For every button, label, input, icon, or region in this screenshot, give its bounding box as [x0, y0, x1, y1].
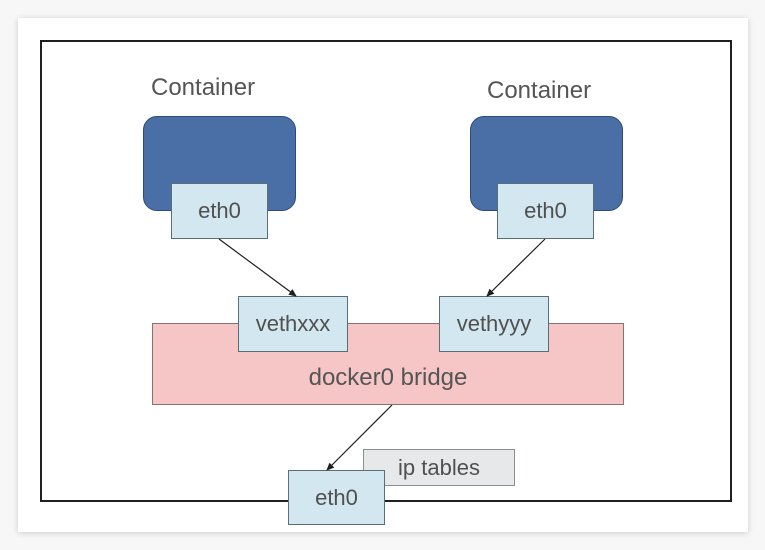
veth-right: vethyyy	[439, 296, 549, 352]
docker0-bridge: docker0 bridge	[152, 323, 624, 405]
container-title-left: Container	[151, 74, 256, 101]
container-left-eth0: eth0	[171, 183, 268, 239]
iptables-box: ip tables	[363, 449, 515, 486]
veth-left: vethxxx	[238, 296, 348, 352]
container-title-right: Container	[487, 77, 592, 104]
host-eth0: eth0	[288, 470, 385, 525]
host-boundary	[40, 40, 732, 502]
container-right-eth0: eth0	[497, 183, 594, 239]
